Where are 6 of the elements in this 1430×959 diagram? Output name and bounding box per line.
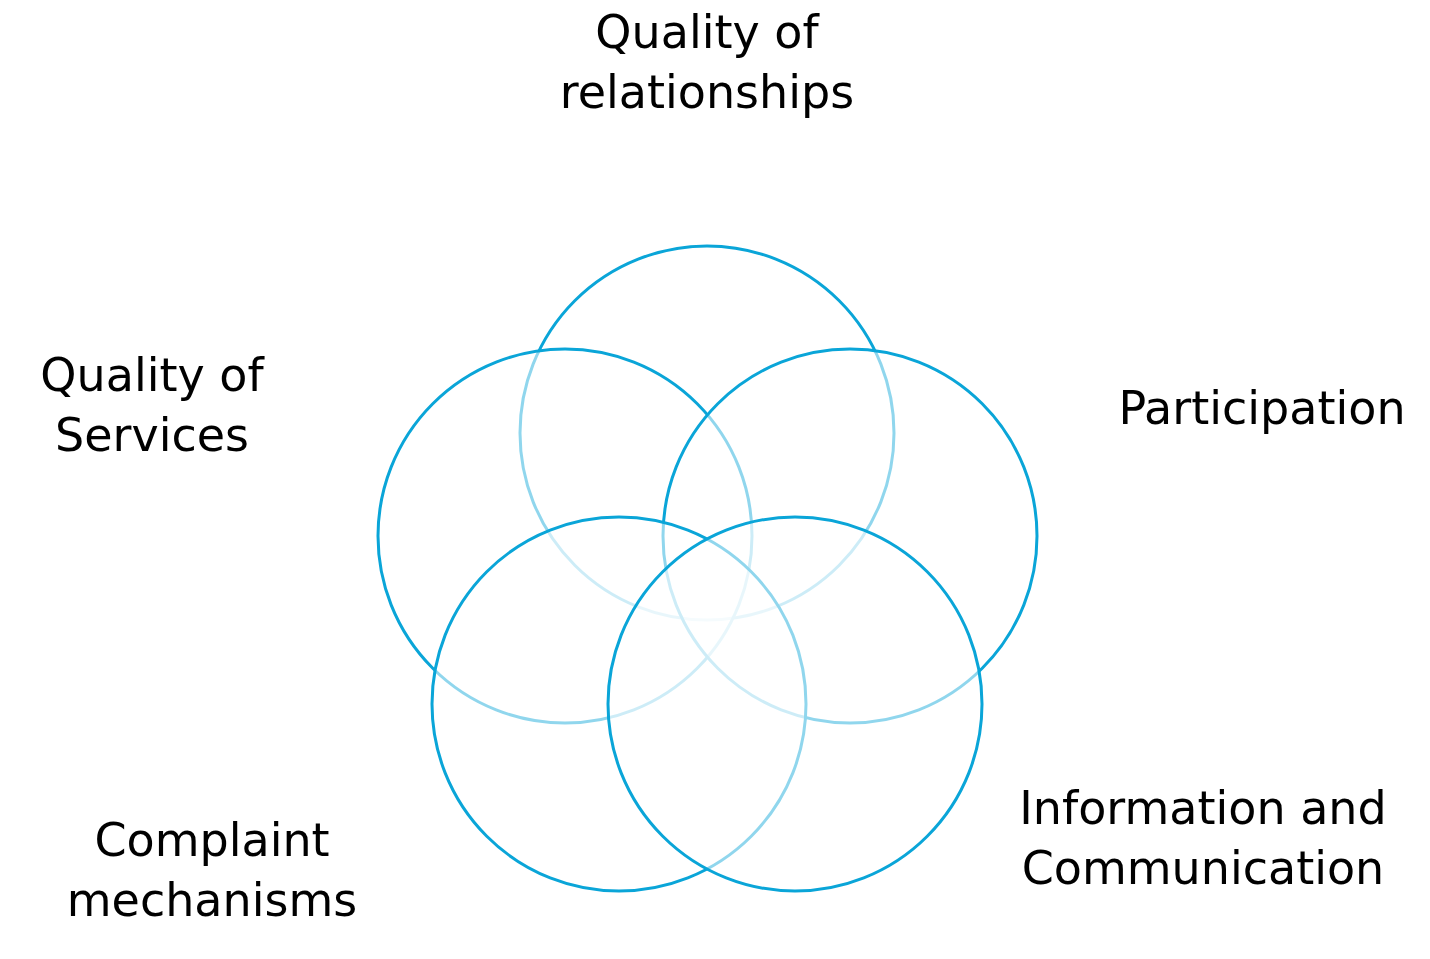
circle-label: Participation [1117, 380, 1407, 437]
circle-label: Quality of relationships [558, 4, 856, 121]
circle-outline [606, 515, 984, 893]
circle-label: Information and Communication [1018, 780, 1388, 897]
circle-label: Quality of Services [39, 347, 266, 464]
circle-label: Complaint mechanisms [65, 812, 359, 929]
